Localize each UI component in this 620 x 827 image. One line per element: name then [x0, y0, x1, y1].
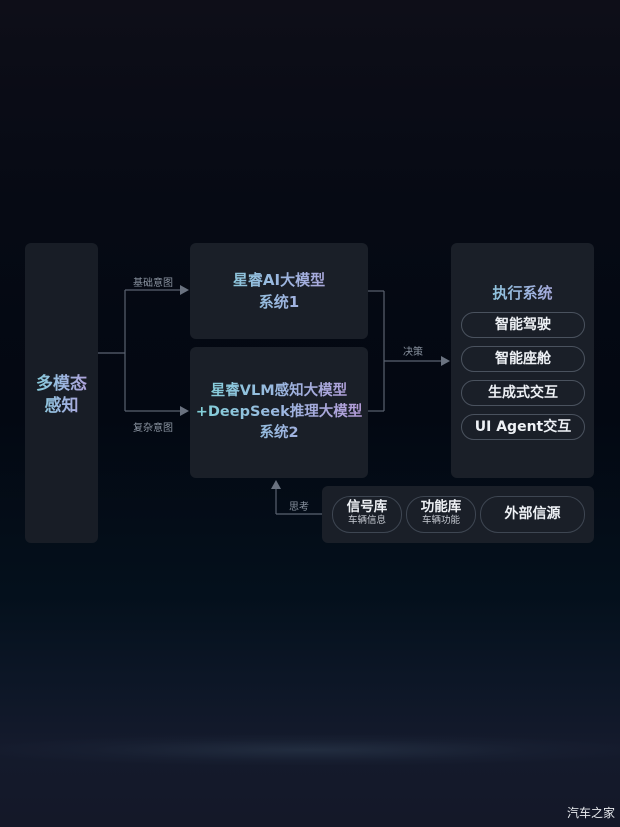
source-signal-library-sub: 车辆信息: [347, 515, 386, 526]
edge-label-decision: 决策: [403, 347, 423, 358]
system2-subtitle: 系统2: [259, 425, 299, 441]
system2-label: 星睿VLM感知大模型 +DeepSeek推理大模型 系统2: [190, 381, 368, 444]
perception-label-line1: 多模态: [36, 374, 87, 394]
watermark: 汽车之家: [566, 806, 615, 820]
perception-label-line2: 感知: [44, 396, 79, 416]
exec-item-smart-cockpit: 智能座舱: [461, 346, 585, 372]
source-external-label: 外部信源: [504, 506, 561, 522]
source-signal-library: 信号库 车辆信息: [332, 496, 402, 533]
background-glow: [0, 735, 620, 765]
exec-item-autonomous-driving: 智能驾驶: [461, 312, 585, 338]
system1-label: 星睿AI大模型 系统1: [190, 269, 368, 313]
system1-title: 星睿AI大模型: [232, 271, 326, 289]
exec-item-ui-agent-interaction: UI Agent交互: [461, 414, 585, 440]
system1-subtitle: 系统1: [258, 293, 300, 311]
edge-label-complex-intent: 复杂意图: [133, 423, 173, 434]
system2-title-2: +DeepSeek推理大模型: [195, 404, 363, 420]
perception-label: 多模态 感知: [25, 373, 98, 417]
sources-node: 信号库 车辆信息 功能库 车辆功能 外部信源: [322, 486, 594, 543]
edge-label-basic-intent: 基础意图: [133, 278, 173, 289]
execution-system-node: 执行系统 智能驾驶 智能座舱 生成式交互 UI Agent交互: [451, 243, 594, 478]
exec-item-generative-interaction: 生成式交互: [461, 380, 585, 406]
execution-title: 执行系统: [451, 282, 594, 303]
perception-node: 多模态 感知: [25, 243, 98, 543]
edge-label-thinking: 思考: [289, 502, 309, 513]
system2-title: 星睿VLM感知大模型: [210, 383, 348, 399]
source-function-library-sub: 车辆功能: [421, 515, 460, 526]
source-function-library: 功能库 车辆功能: [406, 496, 476, 533]
system2-node: 星睿VLM感知大模型 +DeepSeek推理大模型 系统2: [190, 347, 368, 478]
system1-node: 星睿AI大模型 系统1: [190, 243, 368, 339]
source-external: 外部信源: [480, 496, 585, 533]
source-function-library-label: 功能库: [420, 499, 462, 515]
source-signal-library-label: 信号库: [346, 499, 388, 515]
